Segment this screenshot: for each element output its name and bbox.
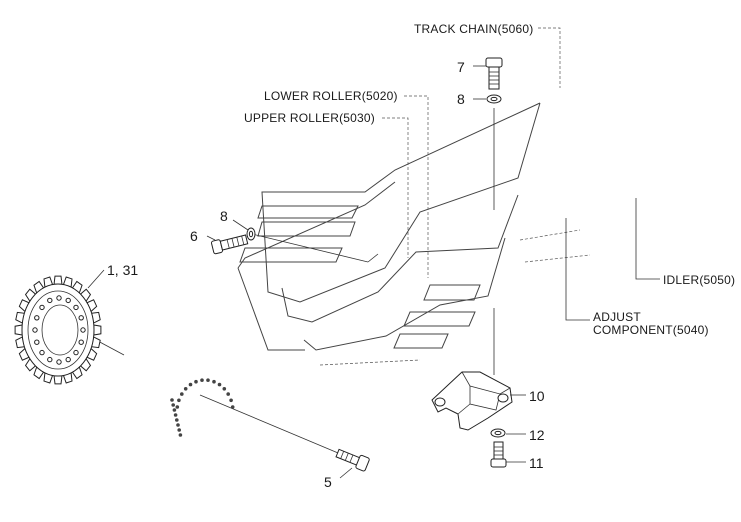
sprocket-bolt-hole <box>78 315 84 321</box>
callout-5: 5 <box>324 474 332 490</box>
chain-link-dot <box>200 378 204 383</box>
chain-link-dot <box>175 418 179 422</box>
sprocket-bolt-hole <box>80 327 86 333</box>
callout-10: 10 <box>529 388 545 404</box>
track-chain-label: TRACK CHAIN(5060) <box>414 22 533 36</box>
sprocket-bolt-hole <box>34 315 40 321</box>
chain-link-dot <box>222 387 227 391</box>
sprocket-bolt-hole <box>32 327 38 333</box>
chain-link-dot <box>194 379 198 384</box>
callout-6: 6 <box>190 228 198 244</box>
sprocket-bolt-hole <box>65 297 71 304</box>
chain-link-dot <box>177 428 181 432</box>
chain-link-dot <box>173 413 178 417</box>
chain-link-dot <box>212 379 216 384</box>
chain-links-icon <box>170 378 235 437</box>
sprocket-tooth <box>93 324 102 336</box>
lower-roller-label: LOWER ROLLER(5020) <box>264 89 398 103</box>
bracket-10-icon <box>431 371 513 431</box>
sprocket-bolt-hole <box>56 359 62 365</box>
sprocket-bolt-hole <box>65 356 71 363</box>
chain-link-dot <box>188 382 193 387</box>
chain-link-dot <box>171 403 175 407</box>
sprocket-tooth <box>53 275 63 285</box>
chain-link-dot <box>172 408 177 412</box>
upper-roller-label: UPPER ROLLER(5030) <box>244 111 375 125</box>
chain-link-dot <box>206 378 210 383</box>
sprocket-tooth <box>14 324 23 336</box>
leader-lines <box>95 27 660 459</box>
sprocket-bolt-hole <box>47 297 53 304</box>
callout-7: 7 <box>457 59 465 75</box>
chain-link-dot <box>180 392 184 396</box>
sprocket-1-31-icon <box>14 275 102 385</box>
bolt-6-icon <box>211 234 249 255</box>
callout-leaders <box>87 65 526 479</box>
track-frame-outline <box>237 102 591 366</box>
sprocket-bolt-hole <box>78 339 84 345</box>
sprocket-bolt-hole <box>73 304 79 311</box>
sprocket-bolt-hole <box>39 349 45 356</box>
callout-8-top: 8 <box>457 91 465 107</box>
chain-link-dot <box>230 405 235 409</box>
sprocket-bolt-hole <box>39 304 45 311</box>
chain-link-dot <box>170 398 174 402</box>
sprocket-bolt-hole <box>73 349 79 356</box>
sprocket-bolt-hole <box>56 295 62 301</box>
callout-12: 12 <box>529 427 545 443</box>
washer-8-left-icon <box>246 227 256 241</box>
callout-1-31: 1, 31 <box>107 262 138 278</box>
chain-link-dot <box>183 387 188 391</box>
callout-11: 11 <box>529 455 544 471</box>
adjust-label-line2: COMPONENT(5040) <box>593 323 709 337</box>
washer-12-icon <box>490 428 506 438</box>
chain-link-dot <box>217 382 222 387</box>
washer-8-top-icon <box>486 94 502 104</box>
sprocket-bolt-hole <box>47 356 53 363</box>
sprocket-bolt-hole <box>34 339 40 345</box>
bolt-5-icon <box>335 448 370 472</box>
chain-link-dot <box>226 392 230 396</box>
chain-link-dot <box>177 398 181 403</box>
bolt-11-icon <box>490 441 507 468</box>
idler-label: IDLER(5050) <box>663 273 735 287</box>
chain-link-dot <box>175 405 180 409</box>
callout-8-left: 8 <box>220 208 228 224</box>
adjust-label-line1: ADJUST <box>593 310 641 324</box>
chain-link-dot <box>178 433 183 437</box>
chain-link-dot <box>176 423 180 427</box>
chain-link-dot <box>229 398 233 403</box>
bolt-7-icon <box>485 57 503 90</box>
sprocket-tooth <box>53 375 63 385</box>
